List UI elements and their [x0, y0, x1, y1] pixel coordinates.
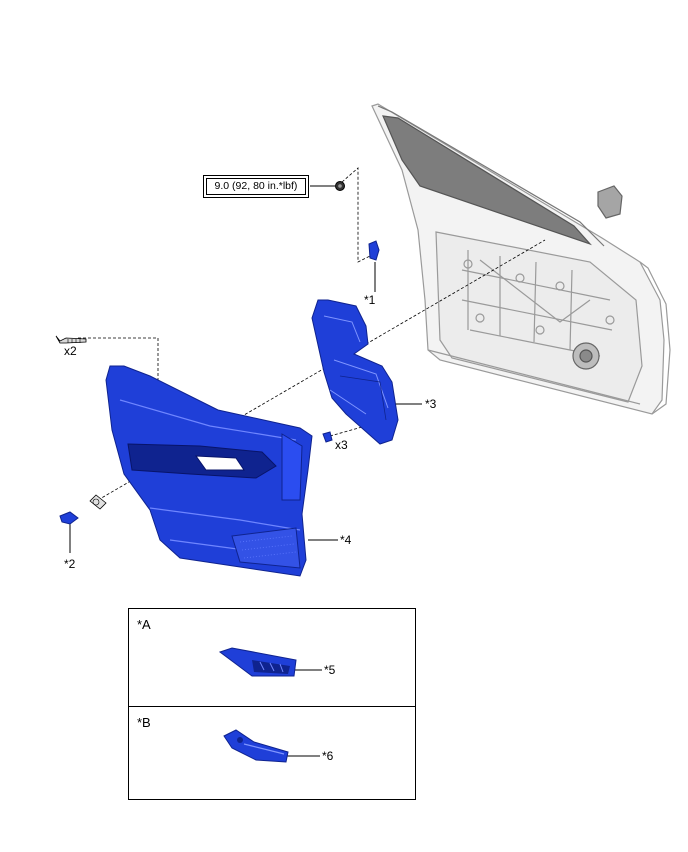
part-1-clip — [368, 240, 380, 261]
part-2-clip — [59, 511, 79, 525]
callout-2: *2 — [64, 557, 76, 571]
torque-nut — [335, 181, 345, 191]
door-window-glass — [382, 115, 592, 246]
front-door-frame — [371, 103, 671, 415]
torque-spec-box: 9.0 (92, 80 in.*lbf) — [203, 175, 309, 198]
leader-lines — [69, 185, 422, 757]
callout-1: *1 — [364, 293, 376, 307]
panel-screw — [55, 335, 87, 344]
torque-spec-text: 9.0 (92, 80 in.*lbf) — [206, 178, 306, 195]
clip-x3 — [322, 431, 333, 443]
part-5-power-window-switch — [218, 647, 297, 677]
part-3-service-hole-cover — [311, 299, 399, 445]
trim-screw — [89, 494, 107, 510]
mirror-mount — [597, 185, 623, 219]
speaker-grille — [231, 527, 301, 569]
screw-quantity: x2 — [64, 344, 77, 358]
inset-a-frame: *A — [128, 608, 416, 707]
callout-3: *3 — [425, 397, 437, 411]
callout-5: *5 — [324, 663, 336, 677]
inset-b-label: *B — [137, 715, 151, 730]
part-4-door-trim-panel — [105, 365, 313, 577]
inset-a-label: *A — [137, 617, 151, 632]
clip-quantity: x3 — [335, 438, 348, 452]
callout-6: *6 — [322, 749, 334, 763]
part-6-switch-bezel — [223, 729, 289, 763]
callout-4: *4 — [340, 533, 352, 547]
inset-b-frame: *B — [128, 706, 416, 800]
